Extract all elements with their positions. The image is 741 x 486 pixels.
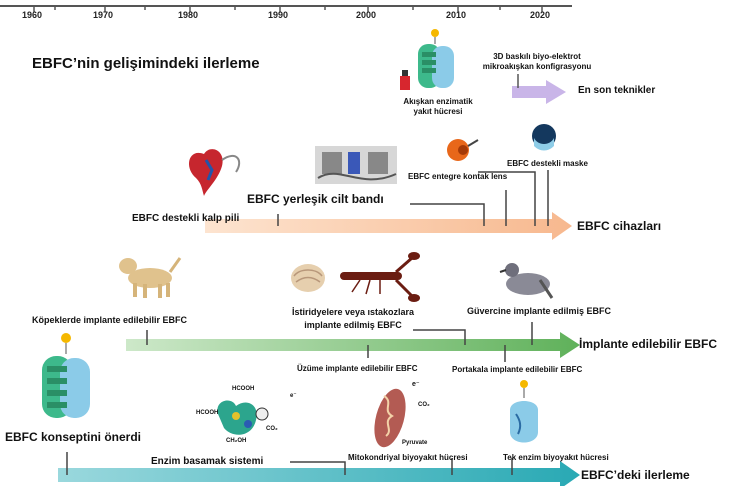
molecule-co2-cascade: CO₂ [266, 426, 278, 432]
page-title: EBFC’nin gelişimindeki ilerleme [32, 55, 260, 72]
grape-label: Üzüme implante edilebilir EBFC [297, 364, 418, 373]
flow-cell-label: Akışkan enzimatik yakıt hücresi [403, 97, 473, 116]
year-2000: 2000 [356, 10, 377, 20]
pigeon-icon [499, 263, 554, 299]
implantable-arrow-label: İmplante edilebilir EBFC [579, 337, 718, 351]
oyster-icon [291, 264, 325, 292]
progress-arrow [58, 461, 580, 486]
devices-arrow [205, 212, 572, 240]
mitochondria-icon [374, 388, 406, 448]
mito-label: Mitokondriyal biyoyakıt hücresi [348, 453, 468, 462]
progress-arrow-label: EBFC’deki ilerleme [581, 468, 690, 482]
pacemaker-label: EBFC destekli kalp pili [132, 213, 240, 224]
molecule-pyruvate: Pyruvate [402, 440, 428, 446]
molecule-ch2oh: CH₂OH [226, 438, 247, 444]
year-2020: 2020 [530, 10, 551, 20]
molecule-hcooh-left: HCOOH [196, 410, 219, 416]
skin-patch-icon [315, 146, 397, 184]
year-1970: 1970 [93, 10, 114, 20]
molecule-co2-mito: CO₂ [418, 402, 430, 408]
molecule-electron-mito: e⁻ [412, 381, 420, 388]
cascade-label: Enzim basamak sistemi [151, 456, 264, 467]
year-1980: 1980 [178, 10, 199, 20]
year-2010: 2010 [446, 10, 467, 20]
devices-arrow-label: EBFC cihazları [577, 219, 662, 233]
latest-arrow-label: En son teknikler [578, 85, 656, 96]
oysters-label: İstiridyelere veya ıstakozlara implante … [291, 307, 415, 330]
orange-label: Portakala implante edilebilir EBFC [452, 365, 583, 374]
pigeon-label: Güvercine implante edilmiş EBFC [467, 306, 612, 316]
dogs-label: Köpeklerde implante edilebilir EBFC [32, 315, 188, 325]
year-1990: 1990 [268, 10, 289, 20]
mask-icon [532, 124, 556, 151]
skin-patch-label: EBFC yerleşik cilt bandı [247, 192, 384, 206]
lobster-icon [340, 252, 420, 302]
flow-cell-icon [400, 29, 454, 90]
molecule-electron-cascade: e⁻ [290, 393, 297, 399]
heart-icon [189, 149, 241, 196]
molecule-hcooh-top: HCOOH [232, 386, 255, 392]
enzyme-cascade-icon [217, 400, 269, 435]
implantable-arrow [126, 332, 580, 358]
concept-cell-icon [42, 333, 90, 418]
printed-config-label: 3D baskılı biyo-elektrot mikroakışkan ko… [482, 52, 592, 71]
mask-label: EBFC destekli maske [507, 159, 588, 168]
single-enzyme-label: Tek enzim biyoyakıt hücresi [503, 453, 609, 462]
single-enzyme-cell-icon [510, 380, 538, 443]
year-1960: 1960 [22, 10, 43, 20]
concept-label: EBFC konseptini önerdi [5, 430, 142, 444]
dog-icon [119, 257, 182, 298]
contact-lens-icon [447, 139, 479, 161]
contact-lens-label: EBFC entegre kontak lens [408, 172, 508, 181]
latest-arrow [512, 80, 566, 104]
